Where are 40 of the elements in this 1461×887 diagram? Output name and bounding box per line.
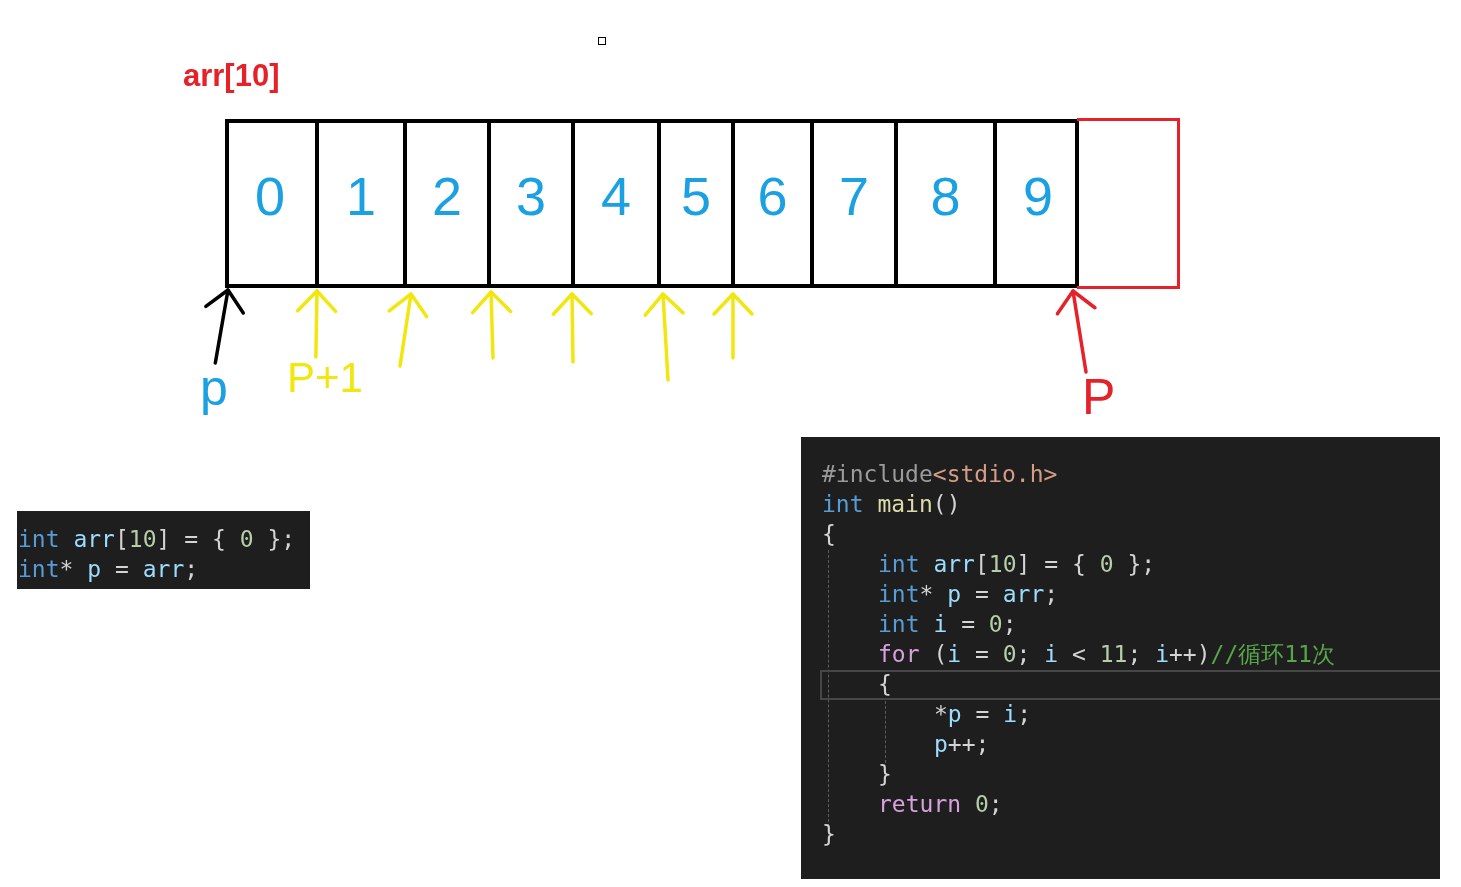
cell-value: 3 — [515, 168, 546, 223]
code-line: int arr[10] = { 0 }; — [18, 525, 296, 554]
code-line: p++; — [934, 730, 990, 759]
code-line: *p = i; — [934, 700, 1031, 729]
pointer-arrow — [295, 289, 338, 359]
cell-value: 9 — [1022, 168, 1053, 223]
pointer-arrow — [551, 292, 594, 364]
code-panel — [801, 437, 1440, 879]
cell-value: 2 — [431, 168, 462, 223]
code-line: int i = 0; — [878, 610, 1017, 639]
code-line: for (i = 0; i < 11; i++)//循环11次 — [878, 640, 1335, 669]
pointer-arrow — [204, 288, 246, 365]
pointer-label: p — [200, 363, 228, 413]
cell-value: 4 — [600, 168, 631, 223]
code-line: int arr[10] = { 0 }; — [878, 550, 1156, 579]
empty-cell — [1077, 118, 1180, 289]
code-line: int* p = arr; — [878, 580, 1059, 609]
code-line: int* p = arr; — [18, 555, 199, 584]
code-line: return 0; — [878, 790, 1003, 819]
code-line: } — [878, 760, 892, 789]
pointer-arrow — [470, 290, 513, 360]
pointer-arrow — [1055, 289, 1097, 374]
code-line: int main() — [822, 490, 961, 519]
code-line: #include<stdio.h> — [822, 460, 1058, 489]
cell-value: 6 — [757, 168, 788, 223]
code-line: { — [822, 520, 836, 549]
pointer-arrow — [643, 292, 685, 382]
pointer-arrow — [712, 292, 754, 360]
pointer-label: P — [1082, 372, 1116, 422]
pointer-arrow — [387, 292, 429, 368]
cell-value: 5 — [680, 168, 711, 223]
pointer-label: P+1 — [287, 357, 363, 399]
cell-value: 0 — [254, 168, 285, 223]
cell-value: 8 — [930, 168, 961, 223]
cell-value: 7 — [838, 168, 869, 223]
code-panel — [17, 511, 310, 589]
array-name-label: arr[10] — [183, 60, 280, 91]
code-line: } — [822, 820, 836, 849]
code-line: { — [878, 670, 892, 699]
cell-value: 1 — [345, 168, 376, 223]
